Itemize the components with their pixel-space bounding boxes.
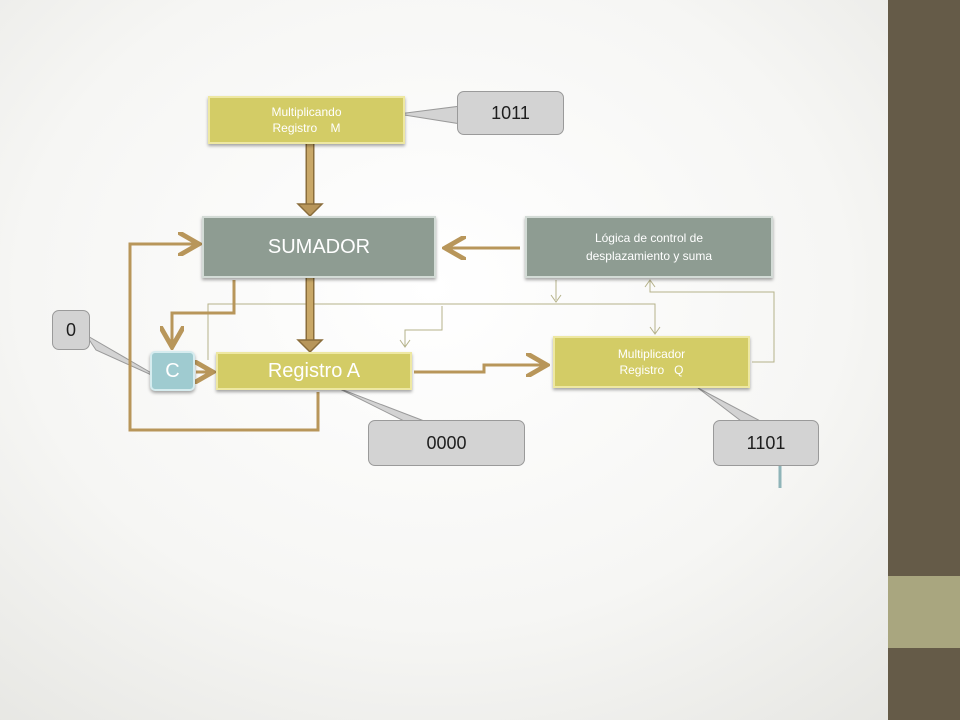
bus-sumador-to-c bbox=[172, 280, 236, 344]
control-line-q-top bbox=[207, 303, 656, 360]
sumador-box: SUMADOR bbox=[202, 216, 436, 278]
callout-tail-q bbox=[697, 387, 767, 425]
registro-q-line1: Multiplicador bbox=[617, 347, 686, 361]
control-logic-line1: Lógica de control de bbox=[594, 231, 704, 245]
control-logic-box: Lógica de control de desplazamiento y su… bbox=[525, 216, 773, 278]
registro-m-line2: Registro M bbox=[272, 121, 341, 135]
q-value-text: 1101 bbox=[746, 432, 786, 453]
control-arrow-up bbox=[644, 279, 656, 288]
callout-tail-a bbox=[337, 387, 433, 425]
bus-a-to-sumador-loop bbox=[128, 244, 320, 432]
control-logic-line2: desplazamiento y suma bbox=[585, 249, 713, 263]
registro-a-label: Registro A bbox=[267, 359, 361, 382]
registro-a-box: Registro A bbox=[216, 352, 412, 390]
registro-m-line1: Multiplicando bbox=[271, 105, 342, 119]
bus-arrow-m bbox=[296, 203, 324, 218]
callout-q-value: 1101 bbox=[713, 420, 819, 466]
callout-a-value: 0000 bbox=[368, 420, 525, 466]
registro-q-line2: Registro Q bbox=[619, 363, 684, 377]
sumador-label: SUMADOR bbox=[267, 235, 371, 258]
callout-c-value: 0 bbox=[52, 310, 90, 350]
control-arrow-down bbox=[550, 294, 562, 303]
control-arrow-a bbox=[399, 339, 411, 348]
feedback-line-q bbox=[649, 280, 775, 363]
bus-arrow-a bbox=[296, 339, 324, 354]
slide-sidebar-band bbox=[888, 576, 960, 648]
m-value-text: 1011 bbox=[491, 102, 530, 123]
bus-a-to-q bbox=[414, 365, 544, 372]
callout-m-value: 1011 bbox=[457, 91, 564, 135]
callout-tail-m bbox=[397, 105, 462, 125]
c-register-label: C bbox=[165, 359, 180, 382]
c-register-box: C bbox=[150, 351, 195, 391]
control-line-a-top bbox=[404, 306, 443, 347]
c-value-text: 0 bbox=[65, 319, 76, 340]
registro-m-box: Multiplicando Registro M bbox=[208, 96, 405, 144]
registro-q-box: Multiplicador Registro Q bbox=[553, 336, 750, 388]
a-value-text: 0000 bbox=[426, 432, 467, 453]
control-arrow-q bbox=[649, 326, 661, 335]
